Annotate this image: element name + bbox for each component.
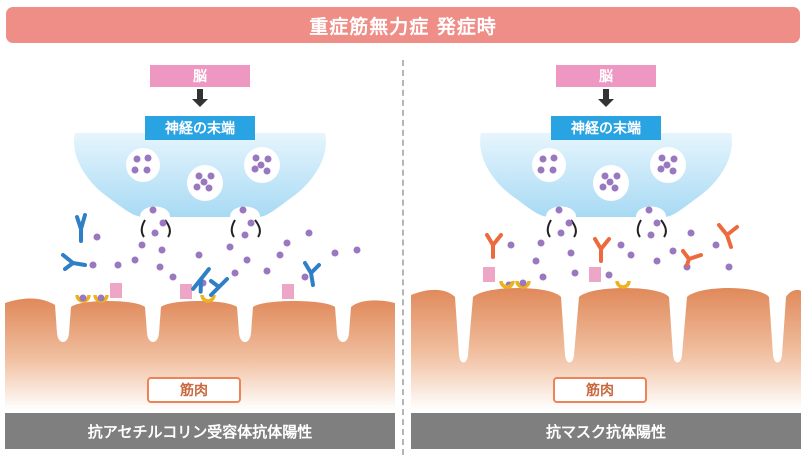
acetylcholine xyxy=(505,206,733,289)
nerve-terminal-label: 神経の末端 xyxy=(145,116,255,140)
acetylcholine-receptor xyxy=(589,267,601,282)
brain-label: 脳 xyxy=(556,65,656,87)
antibody-type-label: 抗マスク抗体陽性 xyxy=(411,413,801,449)
synaptic-vesicle xyxy=(532,148,566,182)
down-arrow-icon xyxy=(192,89,208,107)
acetylcholine-receptor xyxy=(110,283,122,298)
synaptic-vesicle xyxy=(187,165,223,201)
acetylcholine-receptor xyxy=(483,267,495,282)
synaptic-vesicle xyxy=(126,148,160,182)
muscle-tissue xyxy=(5,298,395,410)
acetylcholine-receptor xyxy=(282,284,294,299)
down-arrow-icon xyxy=(598,89,614,107)
synaptic-vesicle xyxy=(650,147,686,183)
brain-label: 脳 xyxy=(150,65,250,87)
acetylcholine xyxy=(89,206,361,287)
muscle-tissue xyxy=(411,288,801,410)
panel-musk: 脳 神経の末端 筋肉 抗マスク抗体陽性 xyxy=(411,55,801,455)
antibody-icon xyxy=(61,213,321,297)
panel-achr: 脳 神経の末端 筋肉 抗アセチルコリン受容体抗体陽性 xyxy=(5,55,395,455)
antibody-icon xyxy=(485,223,739,267)
panel-divider xyxy=(402,60,404,455)
synapse-illustration xyxy=(411,89,801,410)
release-arrow-icon xyxy=(140,219,261,238)
muscle-label: 筋肉 xyxy=(553,377,647,403)
synaptic-vesicle xyxy=(244,147,280,183)
muscle-label: 筋肉 xyxy=(147,377,241,403)
page-title: 重症筋無力症 発症時 xyxy=(6,7,800,43)
synaptic-vesicle xyxy=(593,165,629,201)
synapse-illustration xyxy=(5,89,395,410)
antibody-type-label: 抗アセチルコリン受容体抗体陽性 xyxy=(5,413,395,449)
musk-protein xyxy=(499,280,631,289)
nerve-terminal-label: 神経の末端 xyxy=(551,116,661,140)
acetylcholine-receptor xyxy=(180,284,192,299)
